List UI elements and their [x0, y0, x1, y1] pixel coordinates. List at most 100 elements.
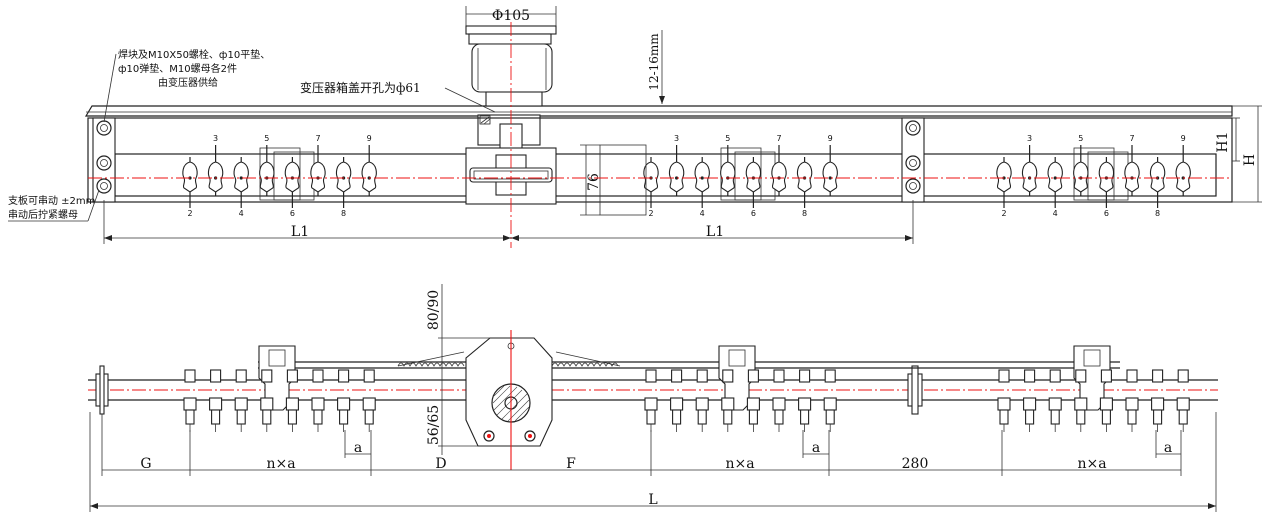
bottom-pin: [670, 369, 684, 432]
dim-76-label: 76: [586, 173, 602, 191]
contact-pin: [1073, 145, 1089, 196]
bottom-pin: [183, 369, 197, 432]
bottom-pin: [644, 369, 658, 432]
contact-pin: [720, 145, 736, 196]
dim-G-label: G: [140, 456, 151, 472]
contact-number-top: 9: [1181, 134, 1186, 143]
bottom-pin: [1048, 369, 1062, 432]
bottom-pin: [1151, 369, 1165, 432]
dim-80-90-label: 80/90: [426, 290, 442, 330]
contact-number-bottom: 4: [700, 209, 705, 218]
contact-number-bottom: 2: [1001, 209, 1006, 218]
cover-hole-note: 变压器箱盖开孔为ф61: [300, 80, 421, 95]
contact-number-top: 3: [1027, 134, 1032, 143]
weld-note-line1: 焊块及M10X50螺栓、ф10平垫、: [118, 48, 270, 61]
contact-number-top: 7: [1129, 134, 1134, 143]
bottom-pin: [695, 369, 709, 432]
dim-nxa-1-label: n×a: [266, 456, 295, 472]
bottom-pin: [1074, 369, 1088, 432]
dim-F-label: F: [566, 456, 576, 472]
support-note-line1: 支板可串动 ±2mm: [8, 194, 95, 207]
bottom-pin: [823, 369, 837, 432]
contact-pin: [233, 157, 249, 208]
bottom-pin: [746, 369, 760, 432]
clamp-right: [901, 117, 925, 203]
contact-number-top: 5: [725, 134, 730, 143]
contact-number-top: 7: [776, 134, 781, 143]
bottom-pin: [234, 369, 248, 432]
contact-pin: [182, 157, 198, 208]
bottom-contact-pins: [183, 369, 1190, 432]
bottom-pin: [1023, 369, 1037, 432]
contact-pin: [1047, 157, 1063, 208]
bottom-pin: [260, 369, 274, 432]
contact-number-bottom: 6: [751, 209, 756, 218]
contact-pin: [310, 145, 326, 196]
bottom-pin: [311, 369, 325, 432]
contact-number-top: 3: [213, 134, 218, 143]
dim-H-label: H: [1242, 154, 1258, 166]
contact-pin: [822, 145, 838, 196]
contact-pin: [771, 145, 787, 196]
contact-pin: [745, 157, 762, 208]
dim-L-label: L: [648, 492, 657, 508]
contact-number-bottom: 6: [1104, 209, 1109, 218]
dim-L1-left-label: L1: [291, 224, 309, 240]
clamp-left: [92, 117, 116, 203]
bottom-pin: [1176, 369, 1190, 432]
contact-number-bottom: 4: [239, 209, 244, 218]
contact-pin: [361, 145, 377, 196]
dim-a-2-label: a: [812, 440, 820, 456]
contact-pin: [335, 157, 352, 208]
contact-pin: [1098, 157, 1115, 208]
bottom-dimensions: G n×a a D F n×a a 280 n×a a L: [89, 412, 1217, 512]
contact-number-bottom: 8: [341, 209, 346, 218]
bottom-pin: [209, 369, 223, 432]
contact-pin: [796, 157, 813, 208]
dim-L1-right-label: L1: [706, 224, 724, 240]
contact-pin: [1149, 157, 1166, 208]
dim-H1-label: H1: [1215, 131, 1231, 152]
dim-56-65-label: 56/65: [426, 405, 442, 445]
contact-pin: [694, 157, 710, 208]
dim-a-1-label: a: [354, 440, 362, 456]
contact-pin: [259, 145, 275, 196]
contact-pin: [1021, 145, 1038, 196]
contact-number-bottom: 2: [648, 209, 653, 218]
dim-phi105-label: Φ105: [492, 8, 530, 24]
bottom-clamps: [258, 345, 1111, 411]
bottom-pin: [798, 369, 812, 432]
bottom-pin: [337, 369, 351, 432]
contact-number-top: 5: [1078, 134, 1083, 143]
contact-number-top: 5: [264, 134, 269, 143]
contact-group-3: 3 5 7 9 2 4 6 8: [996, 134, 1191, 218]
contact-number-bottom: 2: [187, 209, 192, 218]
contact-pin: [668, 145, 685, 196]
contact-number-top: 9: [367, 134, 372, 143]
bottom-pin: [1125, 369, 1139, 432]
bottom-pin: [721, 369, 735, 432]
dim-12-16-label: 12-16mm: [647, 33, 661, 91]
contact-pin: [643, 157, 659, 208]
contact-pin: [284, 157, 301, 208]
dim-280-label: 280: [902, 456, 929, 472]
contact-number-bottom: 6: [290, 209, 295, 218]
contact-number-top: 7: [315, 134, 320, 143]
bottom-pin: [1099, 369, 1113, 432]
dim-nxa-3-label: n×a: [1077, 456, 1106, 472]
contact-pin: [1175, 145, 1191, 196]
contact-group-1: 3 5 7 9 2 4 6 8: [182, 134, 377, 218]
support-note-line2: 串动后拧紧螺母: [8, 208, 78, 221]
dim-a-3-label: a: [1164, 440, 1172, 456]
contact-number-top: 3: [674, 134, 679, 143]
contact-number-top: 9: [828, 134, 833, 143]
contact-number-bottom: 4: [1053, 209, 1058, 218]
dim-nxa-2-label: n×a: [725, 456, 754, 472]
bottom-pin: [772, 369, 786, 432]
bottom-pin: [997, 369, 1011, 432]
contact-number-bottom: 8: [1155, 209, 1160, 218]
bottom-pin: [362, 369, 376, 432]
